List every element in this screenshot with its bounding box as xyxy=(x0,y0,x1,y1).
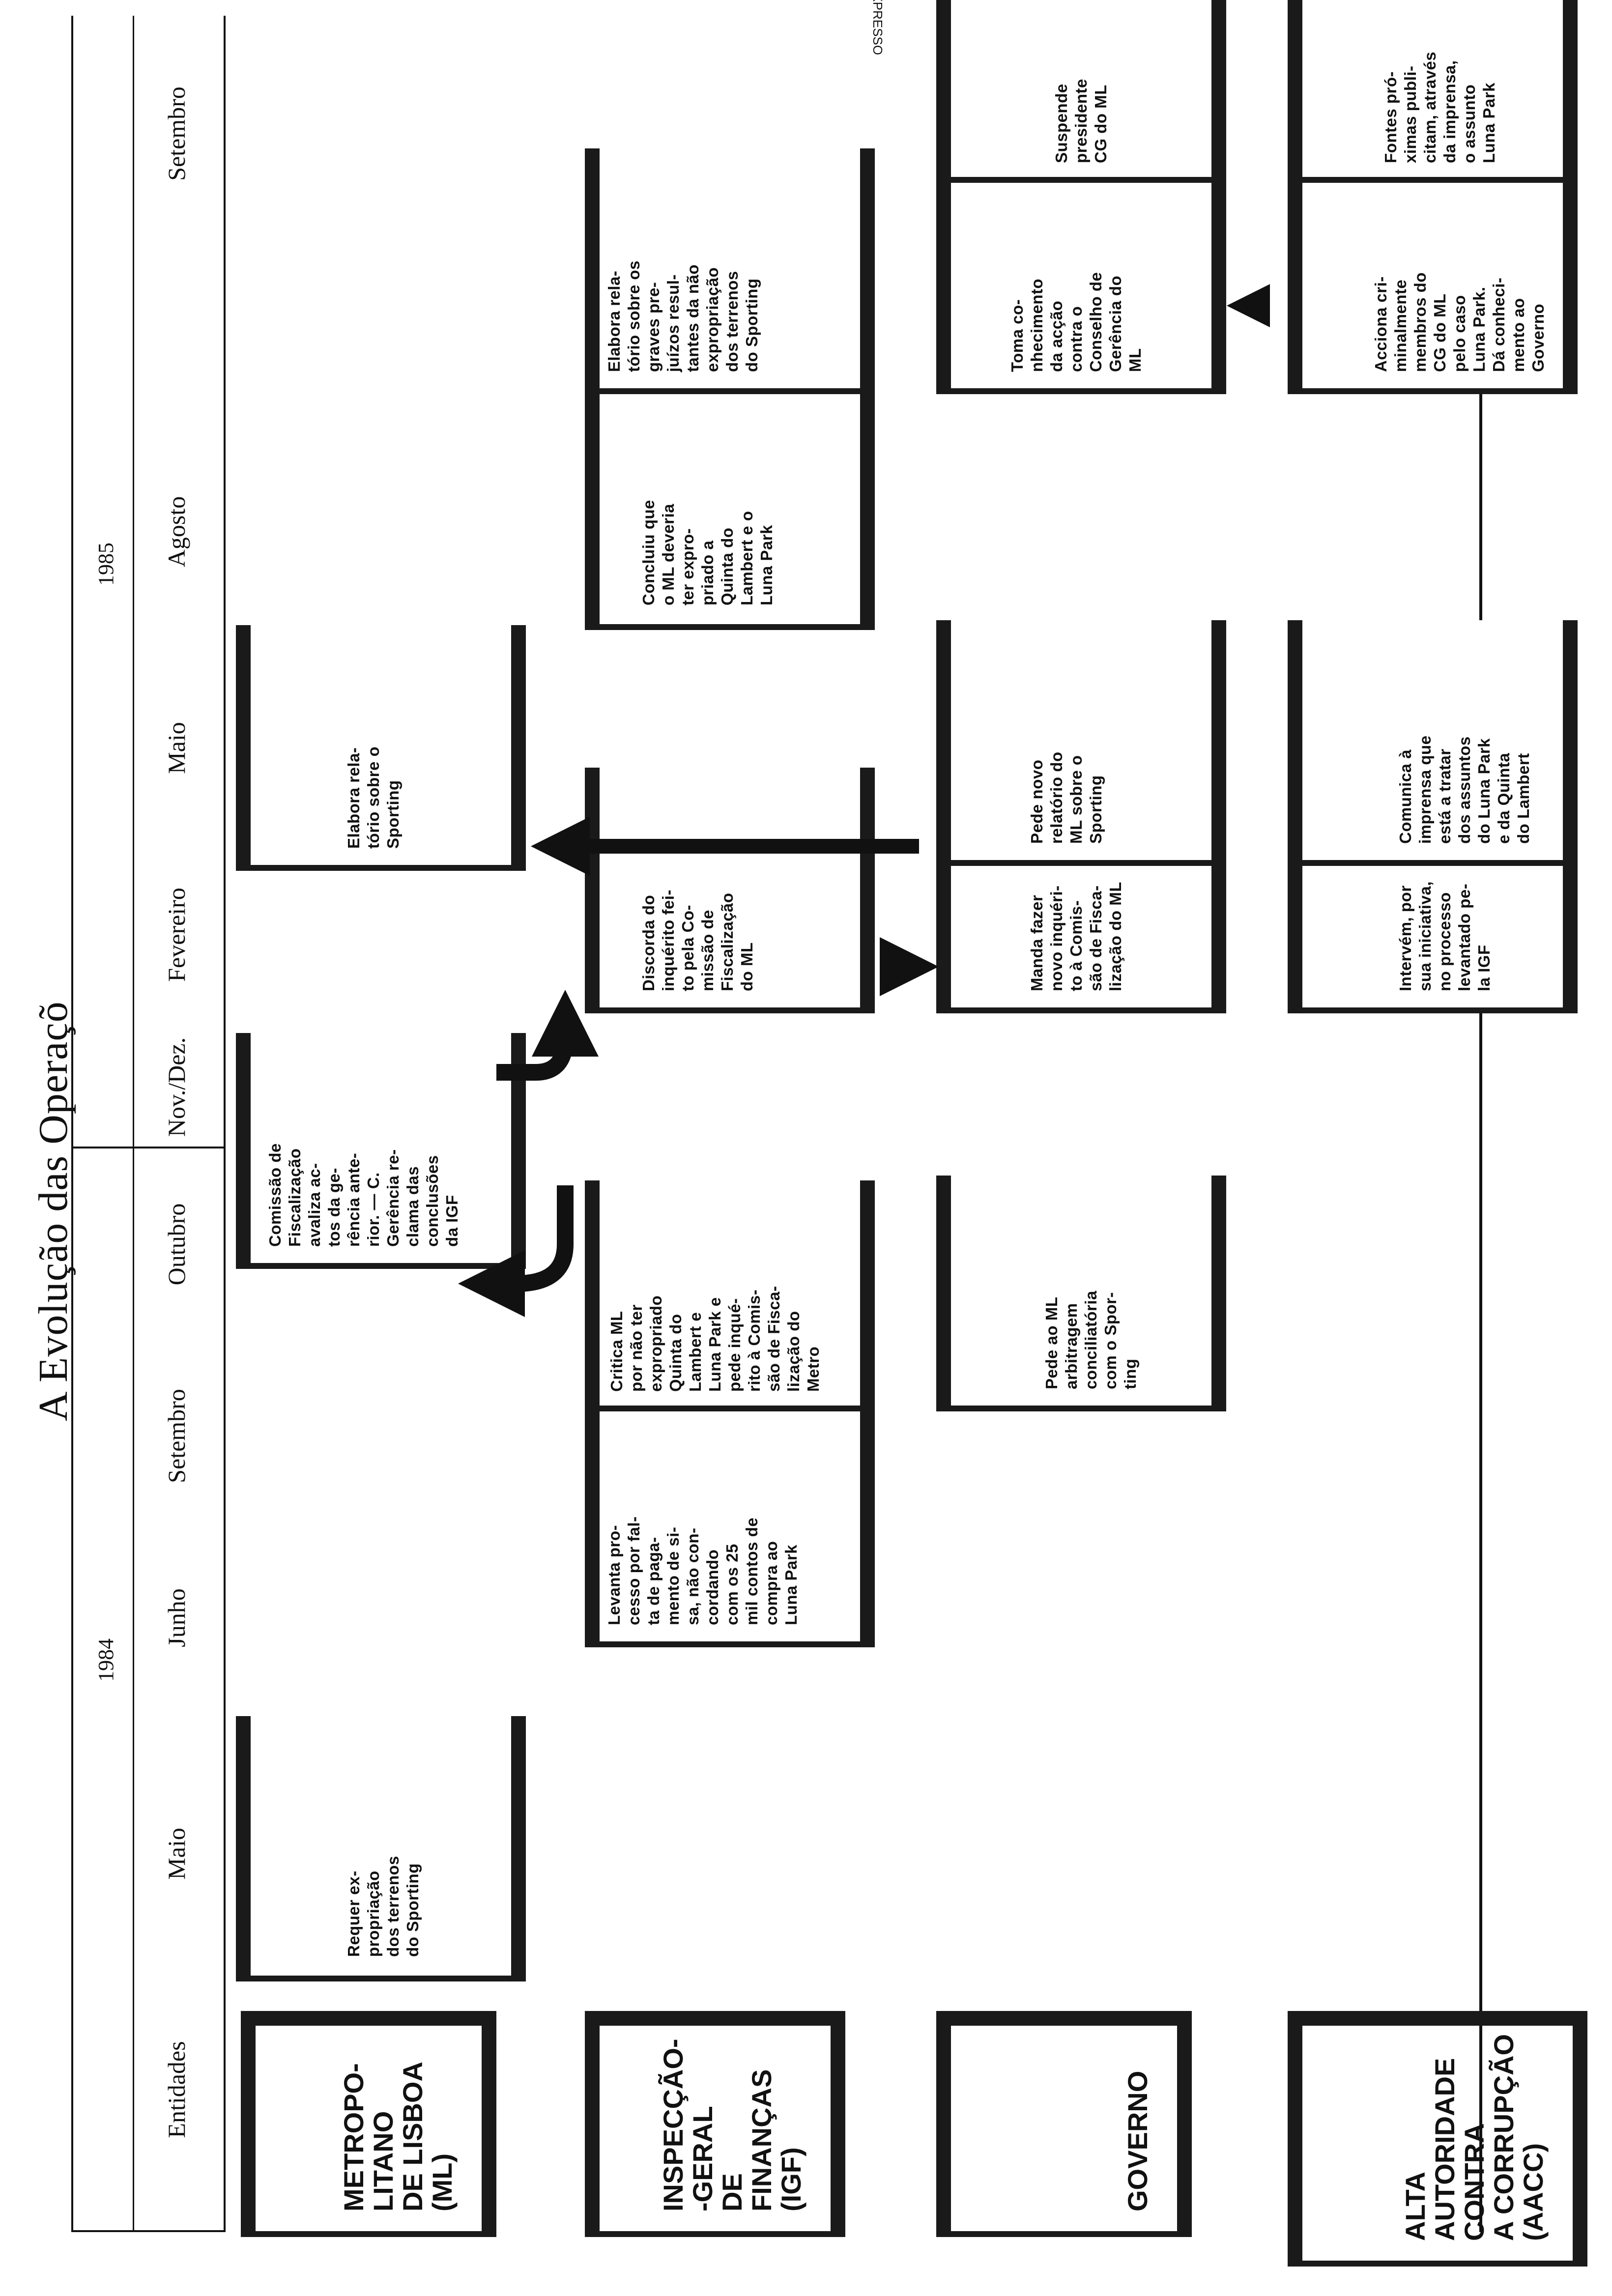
arrow-ml-outubro-to-igf-novdez xyxy=(496,990,599,1081)
arrow-igf-setembro-to-ml-outubro xyxy=(458,1185,574,1317)
